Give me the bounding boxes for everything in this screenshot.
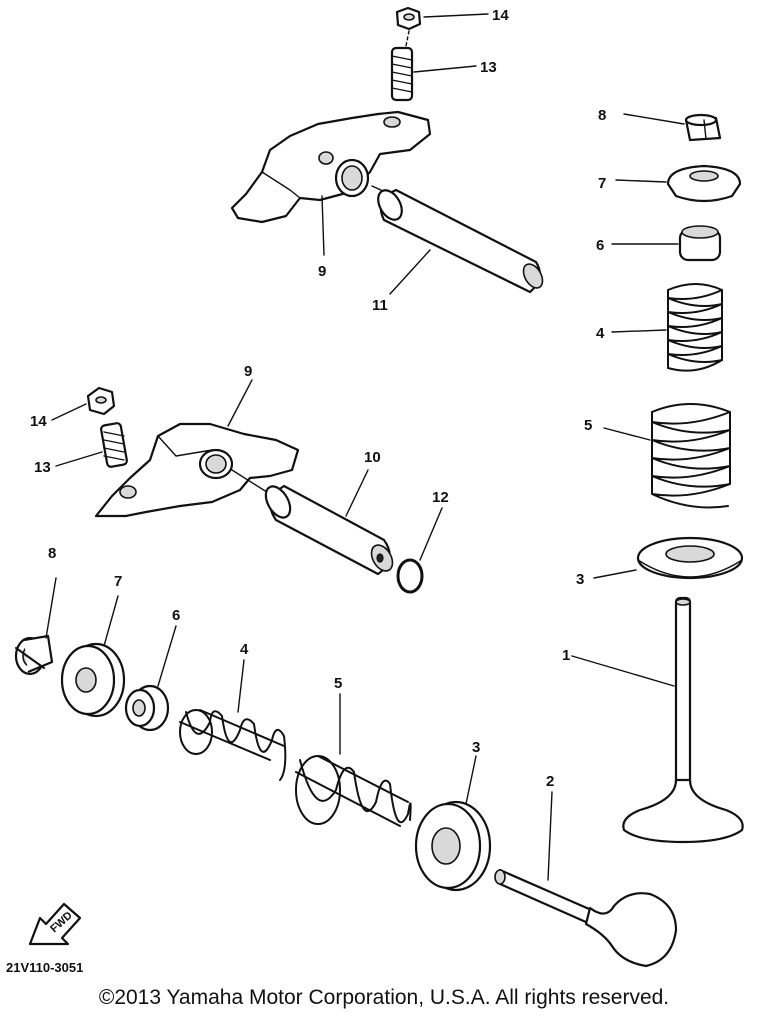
top-adjuster-screw[interactable] <box>390 46 414 102</box>
callout-9: 9 <box>318 263 326 280</box>
callout-2: 2 <box>546 773 554 790</box>
mid-rocker-arm[interactable] <box>94 422 300 518</box>
callout-6-right: 6 <box>596 237 604 254</box>
right-valve-stack: 8 7 6 4 5 3 1 <box>562 107 744 844</box>
leader-top-stud <box>413 65 477 73</box>
callout-6-left: 6 <box>172 607 180 624</box>
top-rocker-arm[interactable] <box>230 110 432 224</box>
leader-o-ring <box>419 507 443 561</box>
left-inner-spring[interactable] <box>179 709 287 781</box>
top-rocker-shaft[interactable] <box>373 186 546 294</box>
left-exhaust-valve[interactable] <box>494 868 678 968</box>
leader-r-valve <box>571 655 675 687</box>
leader-r-retainer <box>615 179 667 183</box>
right-valve-stem-seal[interactable] <box>678 225 722 262</box>
callout-9-mid: 9 <box>244 363 252 380</box>
callout-8-right: 8 <box>598 107 606 124</box>
left-outer-spring[interactable] <box>295 755 412 827</box>
leader-top-rocker <box>321 195 325 256</box>
callout-8-left: 8 <box>48 545 56 562</box>
callout-13-mid: 13 <box>34 459 51 476</box>
middle-rocker-assembly: 9 14 13 10 12 <box>30 363 449 594</box>
valve-train-exploded-diagram: 14 13 9 11 <box>6 6 744 975</box>
callout-4-left: 4 <box>240 641 249 658</box>
callout-5-right: 5 <box>584 417 592 434</box>
right-outer-spring[interactable] <box>651 403 731 509</box>
leader-mid-stud <box>55 451 103 467</box>
leader-r-outer-spring <box>603 427 651 441</box>
leader-l-inner-spring <box>237 659 245 713</box>
callout-3-right: 3 <box>576 571 584 588</box>
callout-14: 14 <box>492 7 509 24</box>
callout-7-left: 7 <box>114 573 122 590</box>
leader-l-cotter <box>45 577 57 639</box>
left-valve-stack: 8 7 6 4 5 3 2 <box>14 545 678 968</box>
leader-r-inner-spring <box>611 329 667 333</box>
callout-4-right: 4 <box>596 325 605 342</box>
top-rocker-assembly: 14 13 9 11 <box>230 6 546 314</box>
right-valve-cotter[interactable] <box>684 113 722 142</box>
forward-arrow: FWD <box>28 902 82 946</box>
callout-7-right: 7 <box>598 175 606 192</box>
top-adjuster-nut[interactable] <box>395 6 422 31</box>
shaft-o-ring[interactable] <box>396 558 424 594</box>
mid-rocker-shaft[interactable] <box>261 482 397 576</box>
leader-mid-shaft <box>345 469 369 517</box>
right-valve-retainer[interactable] <box>666 164 742 203</box>
mid-adjuster-screw[interactable] <box>100 422 128 468</box>
leader-mid-nut <box>51 403 87 421</box>
callout-3-left: 3 <box>472 739 480 756</box>
leader-l-seal <box>157 625 177 687</box>
callout-14-mid: 14 <box>30 413 47 430</box>
leader-l-valve <box>547 791 553 881</box>
right-spring-seat[interactable] <box>636 536 744 580</box>
diagram-code: 21V110-3051 <box>6 960 83 975</box>
leader-l-retainer <box>103 595 119 647</box>
callout-12: 12 <box>432 489 449 506</box>
mid-adjuster-nut[interactable] <box>86 386 116 416</box>
callout-1: 1 <box>562 647 570 664</box>
left-valve-stem-seal[interactable] <box>124 684 170 732</box>
leader-top-nut <box>423 13 489 18</box>
callout-13: 13 <box>480 59 497 76</box>
callout-11: 11 <box>372 297 388 314</box>
right-inner-spring[interactable] <box>667 283 723 372</box>
leader-r-seat <box>593 569 637 579</box>
left-valve-retainer[interactable] <box>60 642 126 718</box>
left-valve-cotter[interactable] <box>14 634 54 676</box>
leader-r-cotter <box>623 113 685 125</box>
left-spring-seat[interactable] <box>414 800 492 892</box>
leader-top-shaft <box>389 249 431 295</box>
copyright-notice: ©2013 Yamaha Motor Corporation, U.S.A. A… <box>98 986 670 1009</box>
leader-mid-rocker <box>227 379 253 427</box>
callout-10: 10 <box>364 449 381 466</box>
right-intake-valve[interactable] <box>622 596 744 844</box>
callout-5-left: 5 <box>334 675 342 692</box>
leader-l-seat <box>465 755 477 805</box>
